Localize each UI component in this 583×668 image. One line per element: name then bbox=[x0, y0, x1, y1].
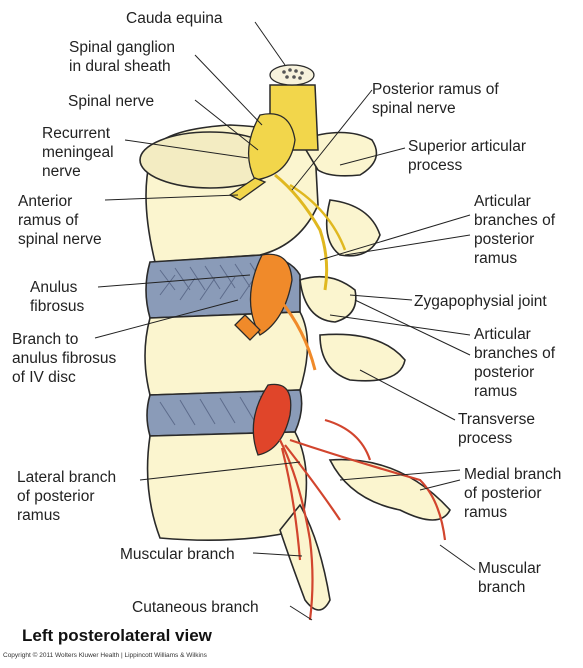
label-cutaneous-branch: Cutaneous branch bbox=[132, 598, 259, 617]
label-branch-to-anulus: Branch to anulus fibrosus of IV disc bbox=[12, 330, 116, 387]
middle-transverse-process bbox=[320, 334, 405, 381]
label-transverse-process: Transverse process bbox=[458, 410, 535, 448]
label-recurrent-meningeal-nerve: Recurrent meningeal nerve bbox=[42, 124, 114, 181]
label-posterior-ramus: Posterior ramus of spinal nerve bbox=[372, 80, 499, 118]
label-lateral-branch: Lateral branch of posterior ramus bbox=[17, 468, 116, 525]
label-zygapophysial-joint: Zygapophysial joint bbox=[414, 292, 547, 311]
label-medial-branch: Medial branch of posterior ramus bbox=[464, 465, 561, 522]
zygapophysial-joint-facet bbox=[300, 277, 356, 322]
label-spinal-ganglion: Spinal ganglion in dural sheath bbox=[69, 38, 175, 76]
spinous-process bbox=[280, 505, 330, 610]
label-articular-branches-2: Articular branches of posterior ramus bbox=[474, 325, 555, 401]
label-superior-articular-process: Superior articular process bbox=[408, 137, 526, 175]
label-muscular-branch-right: Muscular branch bbox=[478, 559, 541, 597]
label-muscular-branch-left: Muscular branch bbox=[120, 545, 235, 564]
label-cauda-equina: Cauda equina bbox=[126, 9, 223, 28]
label-anterior-ramus: Anterior ramus of spinal nerve bbox=[18, 192, 102, 249]
lower-transverse-process bbox=[330, 460, 450, 520]
view-title: Left posterolateral view bbox=[22, 626, 212, 646]
label-anulus-fibrosus: Anulus fibrosus bbox=[30, 278, 84, 316]
middle-vertebral-body bbox=[145, 312, 308, 395]
label-spinal-nerve: Spinal nerve bbox=[68, 92, 154, 111]
copyright-notice: Copyright © 2011 Wolters Kluwer Health |… bbox=[3, 652, 207, 659]
label-articular-branches-1: Articular branches of posterior ramus bbox=[474, 192, 555, 268]
